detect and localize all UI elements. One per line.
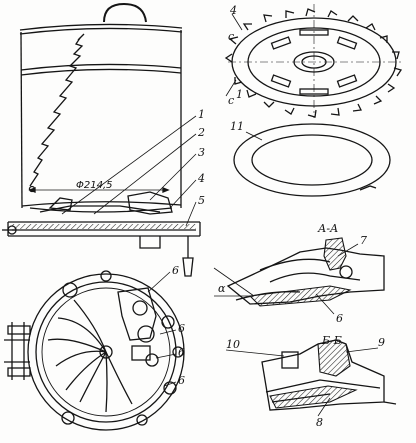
base-flange-hatch (12, 224, 196, 229)
section-bb-hatch (317, 339, 351, 377)
section-aa (213, 243, 385, 315)
callout-4-ring: 4 (229, 4, 237, 17)
callout-11: 11 (230, 120, 244, 133)
callout-6-section: 6 (336, 312, 343, 325)
section-aa-lower-hatch (248, 285, 352, 307)
section-aa-title: А-А (317, 222, 338, 235)
callout-4: 4 (197, 172, 205, 185)
callout-8: 8 (316, 416, 323, 429)
section-aa-hatch (323, 237, 347, 271)
callout-3: 3 (198, 146, 205, 159)
callout-10: 10 (226, 338, 240, 351)
callout-7: 7 (360, 234, 367, 247)
callout-c-top: с (228, 30, 234, 43)
callout-1-ring: 1 (236, 88, 243, 101)
callout-6-c: 6 (178, 346, 185, 359)
callout-c-bottom: с (228, 94, 234, 107)
callout-1: 1 (198, 108, 205, 121)
bottom-view (4, 270, 185, 431)
callout-alpha: α (218, 282, 226, 295)
section-bb-lower-hatch (269, 385, 358, 409)
callout-2: 2 (197, 126, 205, 139)
drum-assembly (2, 2, 201, 277)
gear-ring (224, 4, 404, 118)
callout-6-d: 6 (178, 374, 185, 387)
callout-5: 5 (198, 194, 205, 207)
callout-6-b: 6 (178, 322, 185, 335)
callout-6-a: 6 (172, 264, 179, 277)
diameter-dimension: Φ214,5 (76, 180, 113, 191)
callout-9: 9 (378, 336, 385, 349)
gasket-ring (233, 123, 391, 197)
